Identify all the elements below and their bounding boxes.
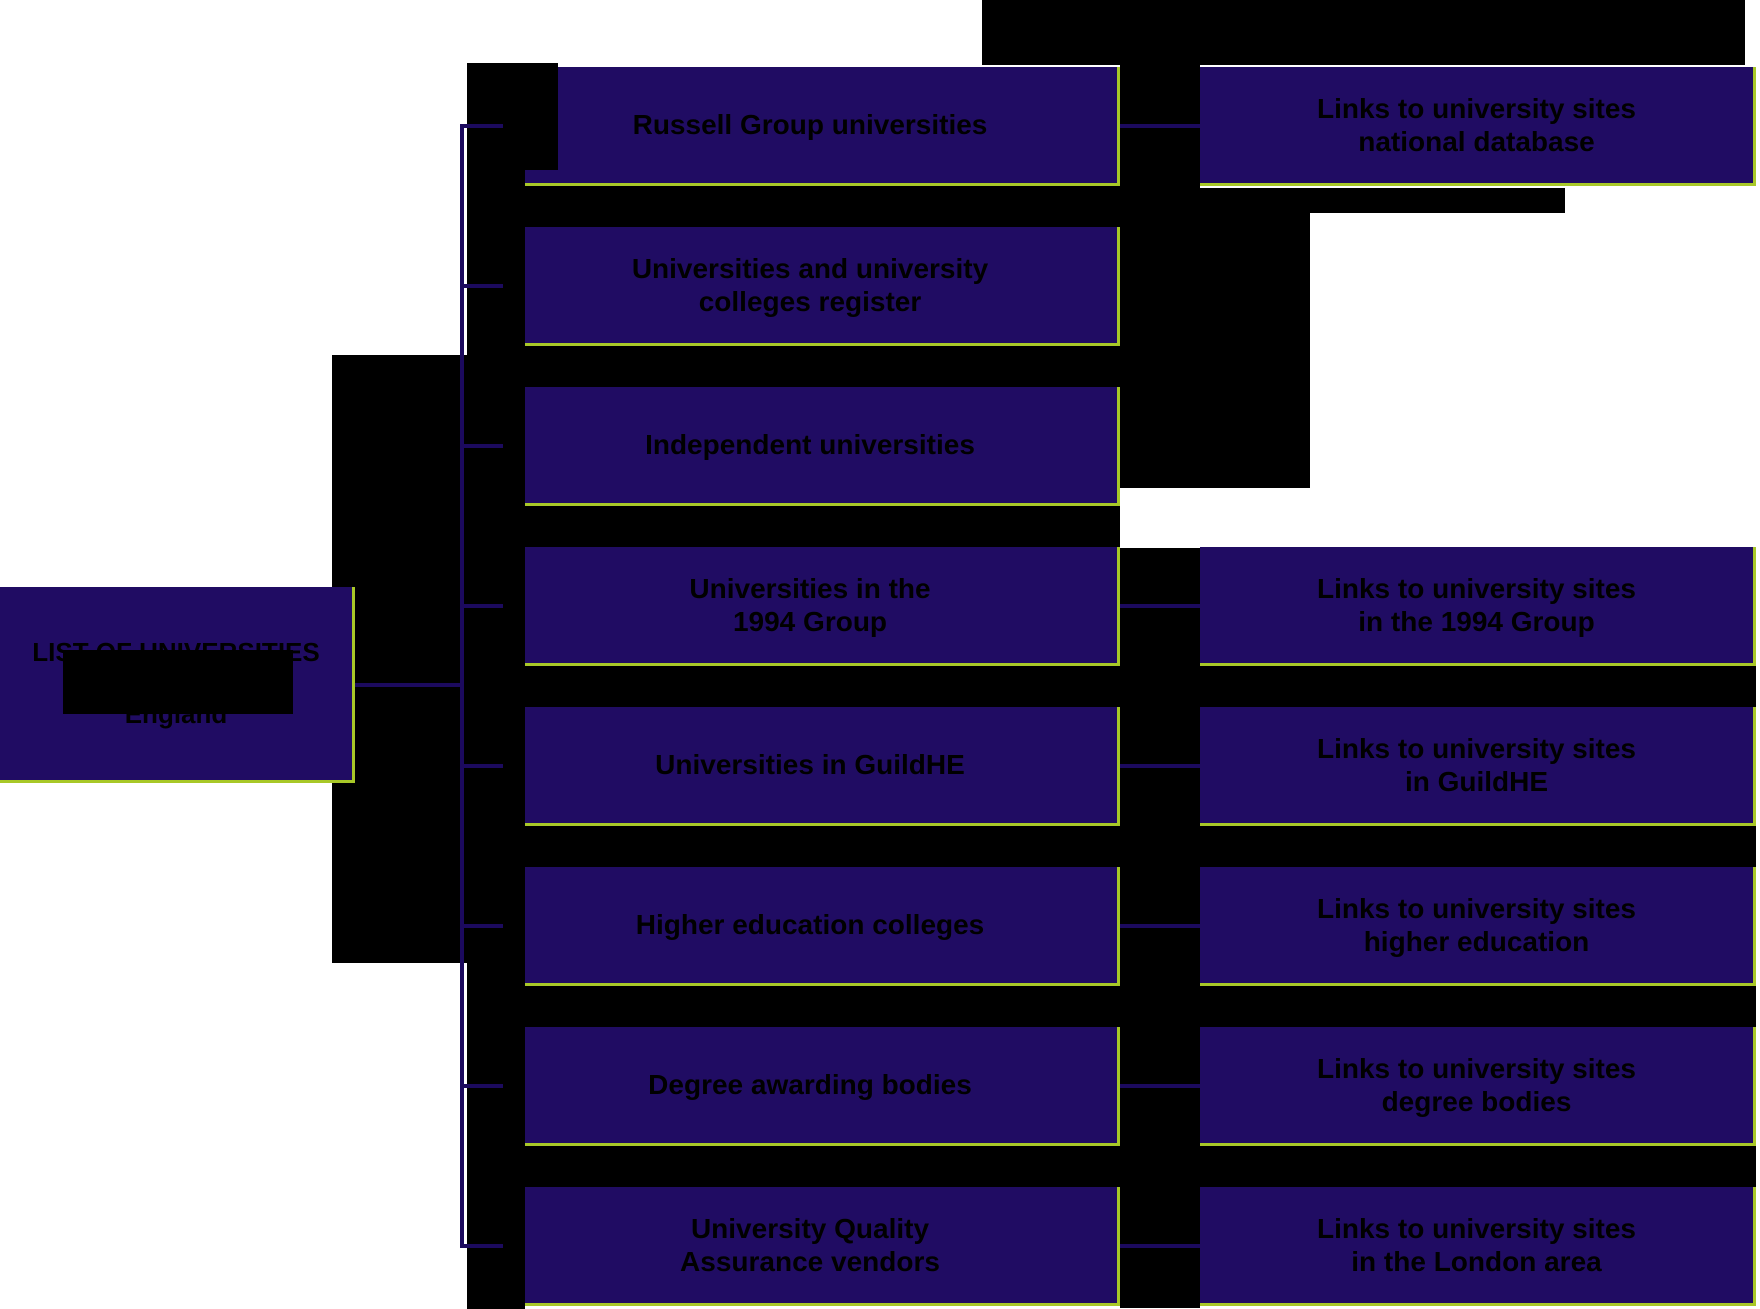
node-row7: Degree awarding bodies	[503, 1027, 1120, 1146]
overlay-patch-root-cover	[63, 650, 293, 714]
background-patch-rowgap-strips	[1120, 548, 1200, 1308]
child-row6-label2: higher education	[1363, 926, 1590, 957]
node-row2: Universities and university colleges reg…	[503, 227, 1120, 346]
connector-stub-row1	[460, 124, 503, 128]
background-patch-rightgap-5	[1200, 826, 1756, 868]
connector-root	[355, 683, 464, 687]
connector-stub-row6	[460, 924, 503, 928]
node-row8-label2: Assurance vendors	[680, 1246, 940, 1277]
background-patch-midgap-1	[503, 186, 1120, 228]
node-row2-label2: colleges register	[698, 286, 922, 317]
node-row6-label: Higher education colleges	[635, 909, 985, 941]
background-patch-rightgap-7	[1200, 1146, 1756, 1188]
background-patch-midgap-2	[503, 346, 1120, 388]
background-patch-under-child1	[1310, 188, 1565, 213]
connector-stub-row5	[460, 764, 503, 768]
node-row1: Russell Group universities	[503, 67, 1120, 186]
background-patch-rows23-right	[1120, 188, 1310, 488]
child-row4: Links to university sites in the 1994 Gr…	[1200, 547, 1756, 666]
overlay-patch-node1-left	[467, 63, 558, 170]
child-row5-label: Links to university sites	[1317, 732, 1636, 764]
child-row6-label: Links to university sites	[1317, 892, 1636, 924]
background-patch-rightgap-6	[1200, 986, 1756, 1028]
connector-stub-row7	[460, 1084, 503, 1088]
background-patch-midgap-7	[503, 1146, 1120, 1188]
background-patch-midgap-3	[503, 506, 1120, 548]
child-row1-label2: national database	[1358, 126, 1595, 157]
node-row5-label: Universities in GuildHE	[655, 749, 965, 781]
node-row2-label: Universities and university	[631, 252, 989, 284]
child-row8: Links to university sites in the London …	[1200, 1187, 1756, 1306]
connector-child-row5	[1120, 764, 1200, 768]
child-row1: Links to university sites national datab…	[1200, 67, 1756, 186]
background-patch-midgap-6	[503, 986, 1120, 1028]
overlay-patch-trunk-strip	[467, 63, 525, 1309]
connector-stub-row2	[460, 284, 503, 288]
child-row8-label: Links to university sites	[1317, 1212, 1636, 1244]
node-row7-label: Degree awarding bodies	[648, 1069, 972, 1101]
node-row8-label: University Quality	[690, 1212, 930, 1244]
background-patch-rightgap-4	[1200, 666, 1756, 708]
background-patch-midgap-5	[503, 826, 1120, 868]
child-row5: Links to university sites in GuildHE	[1200, 707, 1756, 826]
connector-child-row7	[1120, 1084, 1200, 1088]
node-row6: Higher education colleges	[503, 867, 1120, 986]
node-row4: Universities in the 1994 Group	[503, 547, 1120, 666]
connector-stub-row8	[460, 1244, 503, 1248]
background-patch-top-right	[982, 0, 1745, 65]
node-row8: University Quality Assurance vendors	[503, 1187, 1120, 1306]
child-row6: Links to university sites higher educati…	[1200, 867, 1756, 986]
child-row8-label2: in the London area	[1351, 1246, 1602, 1277]
child-row5-label2: in GuildHE	[1404, 766, 1549, 797]
node-row1-label: Russell Group universities	[632, 109, 988, 141]
connector-child-row1	[1120, 124, 1200, 128]
child-row1-label: Links to university sites	[1317, 92, 1636, 124]
connector-stub-row3	[460, 444, 503, 448]
node-row4-label: Universities in the	[689, 572, 931, 604]
connector-child-row4	[1120, 604, 1200, 608]
background-patch-midgap-4	[503, 666, 1120, 708]
node-row4-label2: 1994 Group	[732, 606, 888, 637]
child-row7: Links to university sites degree bodies	[1200, 1027, 1756, 1146]
child-row4-label2: in the 1994 Group	[1358, 606, 1595, 637]
connector-stub-row4	[460, 604, 503, 608]
child-row4-label: Links to university sites	[1317, 572, 1636, 604]
connector-child-row8	[1120, 1244, 1200, 1248]
child-row7-label2: degree bodies	[1381, 1086, 1572, 1117]
node-row5: Universities in GuildHE	[503, 707, 1120, 826]
node-row3-label: Independent universities	[645, 429, 975, 461]
child-row7-label: Links to university sites	[1317, 1052, 1636, 1084]
node-row3: Independent universities	[503, 387, 1120, 506]
connector-child-row6	[1120, 924, 1200, 928]
